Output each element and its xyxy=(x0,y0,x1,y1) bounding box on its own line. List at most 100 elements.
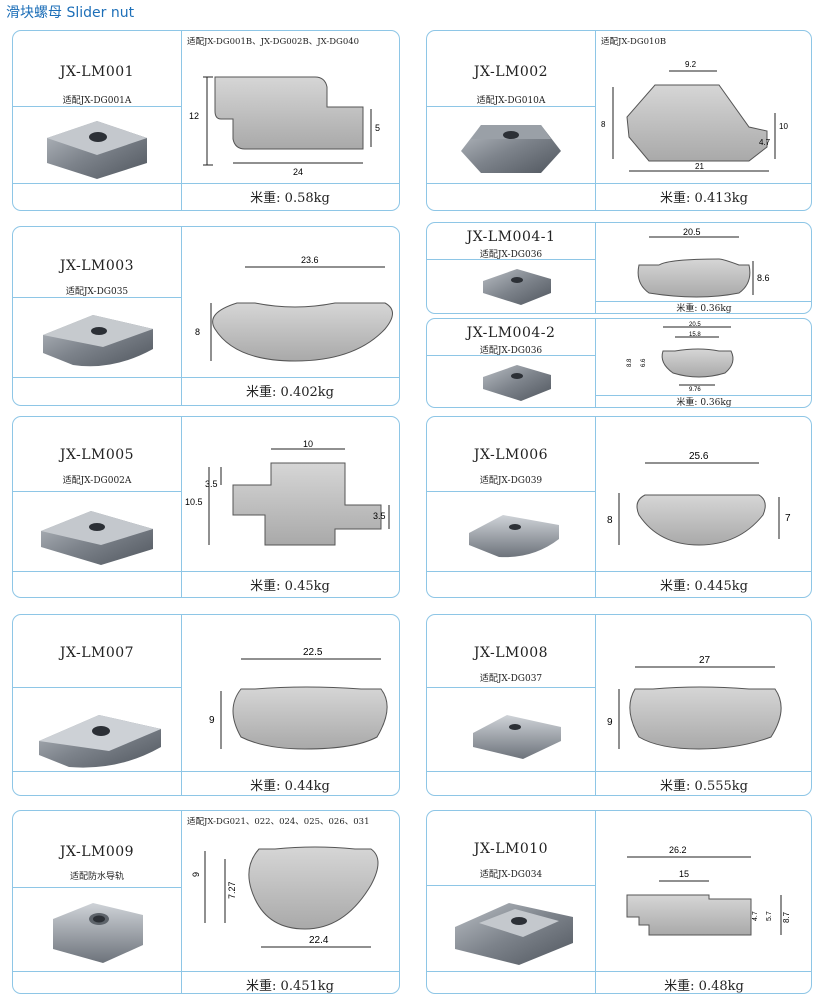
profile-drawing: 20.5 15.8 8.8 6.6 9.76 xyxy=(627,322,734,393)
dim-label: 4.7 xyxy=(752,911,759,921)
profile-drawing: 26.2 15 4.7 5.7 8.7 xyxy=(626,845,791,936)
nut-photo xyxy=(483,365,551,401)
fit-text: 适配防水导轨 xyxy=(69,872,124,882)
dim-label: 27 xyxy=(699,655,711,666)
product-card-lm001: JX-LM001 适配JX-DG001A 适配JX-DG001B、JX-DG00… xyxy=(12,30,400,211)
profile-drawing: 20.5 8.6 xyxy=(637,227,770,298)
model-name: JX-LM003 xyxy=(59,258,135,274)
dim-label: 26.2 xyxy=(669,845,687,855)
weight-text: 米重: 0.555kg xyxy=(660,779,748,794)
dim-label: 8.6 xyxy=(757,273,770,283)
weight-text: 米重: 0.413kg xyxy=(660,191,748,206)
profile-drawing: 9 7.27 22.4 xyxy=(191,846,379,948)
product-card-lm004-1: JX-LM004-1 适配JX-DG036 20.5 8.6 米重: 0.36k… xyxy=(426,222,812,314)
fit-text: 适配JX-DG010A xyxy=(476,96,546,106)
nut-photo xyxy=(47,121,147,179)
nut-photo xyxy=(483,269,551,305)
dim-label: 6.6 xyxy=(641,358,647,367)
dim-label: 9.76 xyxy=(689,387,701,393)
fit-text: 适配JX-DG035 xyxy=(65,287,129,297)
model-name: JX-LM006 xyxy=(473,447,549,463)
fit-text-top: 适配JX-DG010B xyxy=(601,37,667,47)
fit-text: 适配JX-DG034 xyxy=(479,870,543,880)
dim-label: 15 xyxy=(679,869,689,879)
fit-text: 适配JX-DG037 xyxy=(479,674,543,684)
fit-text-top: 适配JX-DG021、022、024、025、026、031 xyxy=(187,817,370,827)
dim-label: 9 xyxy=(209,715,215,726)
fit-text: 适配JX-DG001A xyxy=(62,96,132,106)
fit-text-top: 适配JX-DG001B、JX-DG002B、JX-DG040 xyxy=(187,37,360,47)
dim-label: 21 xyxy=(695,162,704,171)
weight-text: 米重: 0.36kg xyxy=(676,398,732,408)
weight-text: 米重: 0.402kg xyxy=(246,385,334,400)
product-card-lm009: JX-LM009 适配防水导轨 适配JX-DG021、022、024、025、0… xyxy=(12,810,400,994)
fit-text: 适配JX-DG039 xyxy=(479,476,543,486)
weight-text: 米重: 0.451kg xyxy=(246,979,334,994)
weight-text: 米重: 0.36kg xyxy=(676,304,732,314)
dim-label: 24 xyxy=(293,167,303,177)
product-card-lm005: JX-LM005 适配JX-DG002A 10 3.5 10.5 3.5 米重:… xyxy=(12,416,400,598)
dim-label: 7 xyxy=(785,513,791,524)
dim-label: 4.7 xyxy=(759,138,771,147)
dim-label: 22.5 xyxy=(303,647,323,658)
nut-photo xyxy=(53,903,143,963)
fit-text: 适配JX-DG002A xyxy=(62,476,132,486)
dim-label: 22.4 xyxy=(309,935,329,946)
dim-label: 9.2 xyxy=(685,60,697,69)
dim-label: 8 xyxy=(195,327,200,337)
product-card-lm003: JX-LM003 适配JX-DG035 23.6 8 米重: 0.402kg xyxy=(12,226,400,406)
nut-photo xyxy=(469,515,559,558)
nut-photo xyxy=(461,125,561,173)
product-card-lm008: JX-LM008 适配JX-DG037 27 9 米重: 0.555kg xyxy=(426,614,812,796)
weight-text: 米重: 0.44kg xyxy=(250,779,330,794)
model-name: JX-LM002 xyxy=(473,64,549,80)
dim-label: 10.5 xyxy=(185,497,203,507)
model-name: JX-LM007 xyxy=(59,645,135,661)
dim-label: 15.8 xyxy=(689,332,701,338)
dim-label: 25.6 xyxy=(689,451,709,462)
profile-drawing: 22.5 9 xyxy=(209,647,388,750)
dim-label: 12 xyxy=(189,111,199,121)
dim-label: 3.5 xyxy=(373,511,386,521)
model-name: JX-LM005 xyxy=(59,447,135,463)
profile-drawing: 9.2 8 10 4.7 21 xyxy=(601,60,788,172)
dim-label: 7.27 xyxy=(227,881,237,899)
fit-text: 适配JX-DG036 xyxy=(479,346,543,356)
dim-label: 3.5 xyxy=(205,479,218,489)
dim-label: 20.5 xyxy=(689,322,701,328)
profile-drawing: 27 9 xyxy=(607,655,782,750)
dim-label: 5 xyxy=(375,123,380,133)
nut-photo xyxy=(43,315,153,367)
weight-text: 米重: 0.45kg xyxy=(250,579,330,594)
profile-drawing: 10 3.5 10.5 3.5 xyxy=(185,439,390,546)
dim-label: 23.6 xyxy=(301,255,319,265)
weight-text: 米重: 0.445kg xyxy=(660,579,748,594)
model-name: JX-LM010 xyxy=(473,841,549,857)
nut-photo xyxy=(455,903,573,965)
nut-photo xyxy=(39,715,161,768)
weight-text: 米重: 0.58kg xyxy=(250,191,330,206)
dim-label: 20.5 xyxy=(683,227,701,237)
dim-label: 9 xyxy=(607,717,613,728)
profile-drawing: 12 5 24 xyxy=(189,76,380,177)
dim-label: 10 xyxy=(779,122,788,131)
product-card-lm004-2: JX-LM004-2 适配JX-DG036 20.5 15.8 8.8 6.6 … xyxy=(426,318,812,408)
product-card-lm007: JX-LM007 22.5 9 米重: 0.44kg xyxy=(12,614,400,796)
profile-drawing: 23.6 8 xyxy=(195,255,393,362)
dim-label: 8 xyxy=(601,120,606,129)
nut-photo xyxy=(41,511,153,565)
model-name: JX-LM004-2 xyxy=(466,325,556,341)
product-card-lm002: JX-LM002 适配JX-DG010A 适配JX-DG010B 9.2 8 1… xyxy=(426,30,812,211)
nut-photo xyxy=(473,715,561,759)
dim-label: 8.7 xyxy=(782,911,791,923)
model-name: JX-LM008 xyxy=(473,645,549,661)
product-card-lm006: JX-LM006 适配JX-DG039 25.6 8 7 米重: 0.445kg xyxy=(426,416,812,598)
product-card-lm010: JX-LM010 适配JX-DG034 26.2 15 4.7 5.7 8.7 … xyxy=(426,810,812,994)
fit-text: 适配JX-DG036 xyxy=(479,250,543,260)
model-name: JX-LM009 xyxy=(59,844,135,860)
dim-label: 10 xyxy=(303,439,313,449)
dim-label: 9 xyxy=(191,872,201,877)
model-name: JX-LM001 xyxy=(59,64,135,80)
model-name: JX-LM004-1 xyxy=(466,229,556,245)
weight-text: 米重: 0.48kg xyxy=(664,979,744,994)
